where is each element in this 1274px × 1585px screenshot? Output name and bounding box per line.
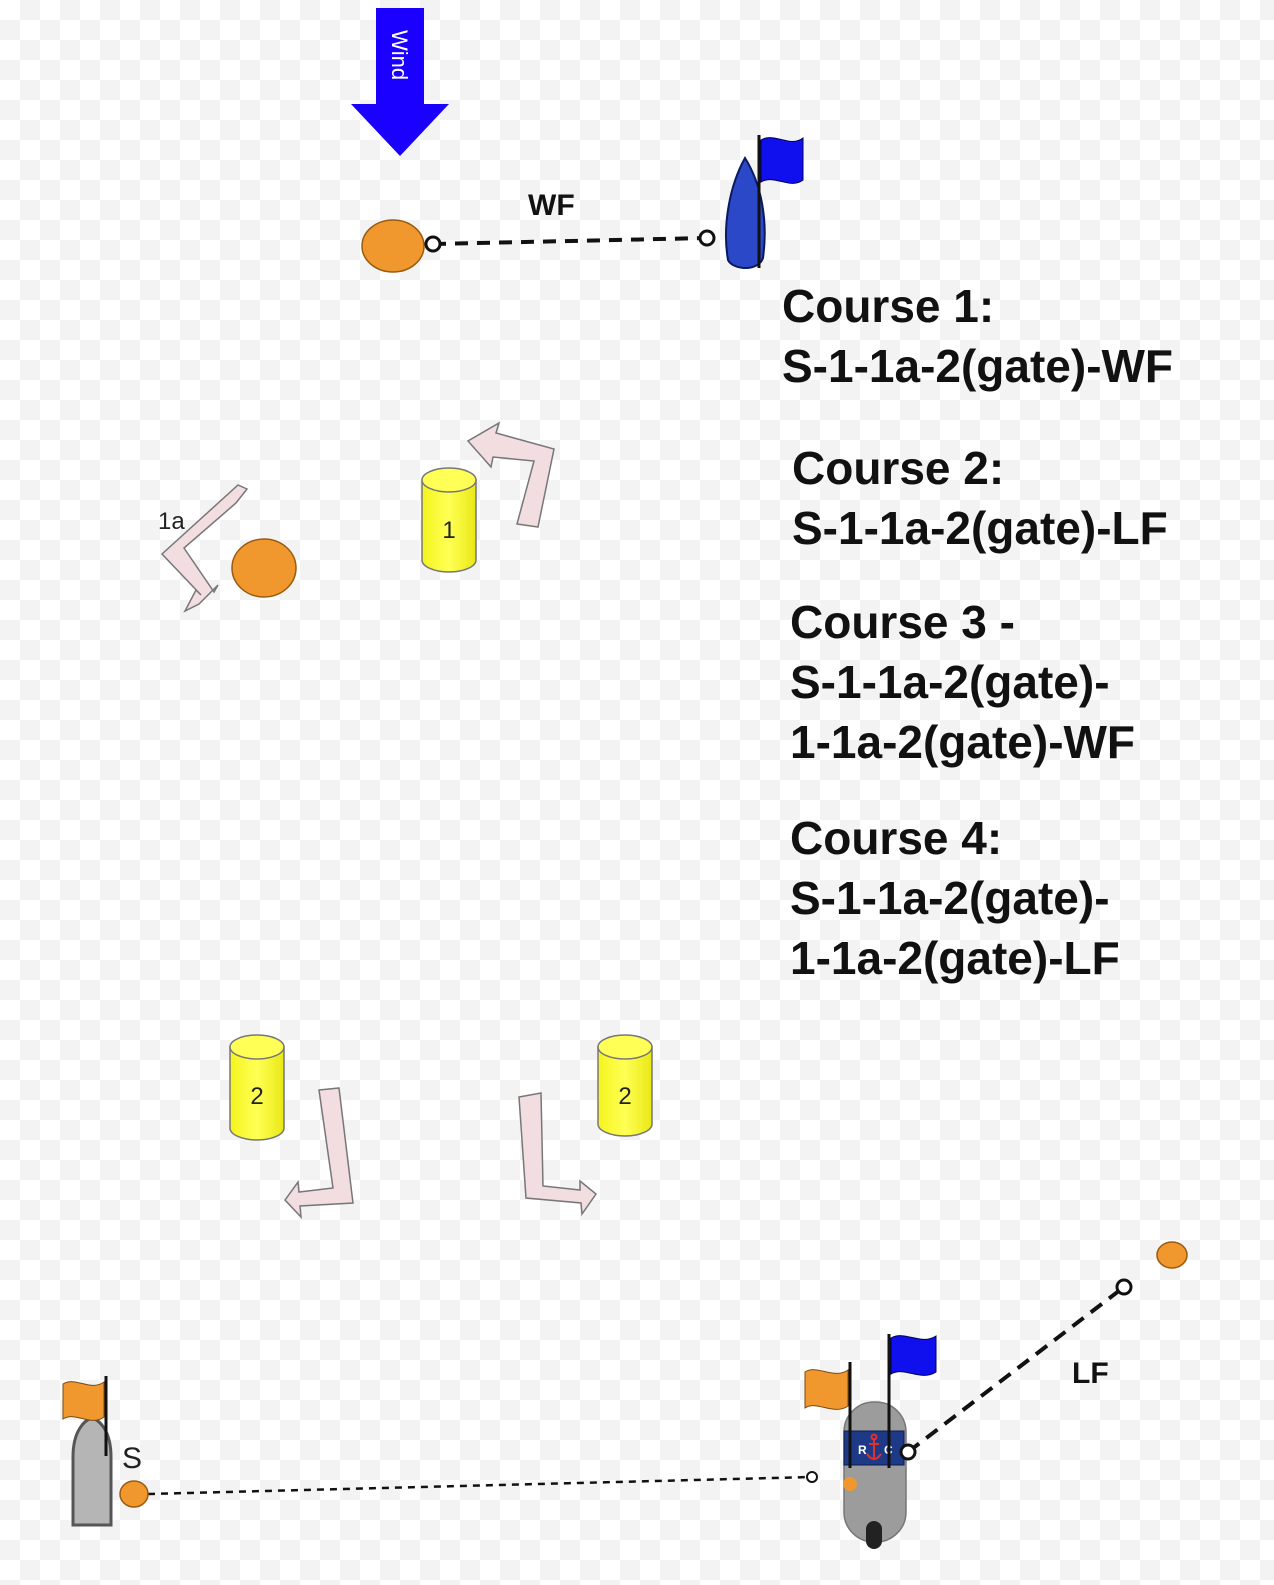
arrow-gate-right — [518, 1092, 598, 1217]
start-label: S — [122, 1442, 142, 1475]
pin-boat — [62, 1376, 113, 1527]
gate-mark-right: 2 — [597, 1034, 653, 1137]
wind-arrow: Wind — [351, 8, 449, 156]
leeward-finish-buoy — [1156, 1241, 1188, 1269]
course-4-title: Course 4: — [790, 812, 1003, 864]
arrow-gate-left — [284, 1087, 354, 1220]
course-4-line-1: S-1-1a-2(gate)- — [790, 872, 1110, 924]
orange-flag-icon — [804, 1369, 849, 1410]
arrow-to-mark-1a — [160, 484, 249, 613]
course-4: Course 4: S-1-1a-2(gate)- 1-1a-2(gate)-L… — [790, 808, 1120, 988]
start-pin-buoy — [119, 1480, 149, 1508]
mark-1a-label: 1a — [158, 508, 185, 535]
anchor-icon — [866, 1433, 882, 1460]
windward-finish-label: WF — [528, 189, 575, 222]
course-3-title: Course 3 - — [790, 596, 1015, 648]
orange-flag-icon — [62, 1381, 105, 1421]
finish-boat-top — [725, 135, 804, 269]
committee-boat: R C — [804, 1334, 937, 1549]
mark-1a: 1a — [158, 508, 297, 598]
course-3: Course 3 - S-1-1a-2(gate)- 1-1a-2(gate)-… — [790, 592, 1135, 772]
leeward-finish-line: LF — [906, 1241, 1188, 1454]
arrow-rounding-mark-1 — [466, 421, 555, 528]
course-1: Course 1: S-1-1a-2(gate)-WF — [782, 276, 1173, 396]
wind-label: Wind — [387, 30, 412, 80]
rc-sign-left: R — [858, 1443, 867, 1457]
course-1-title: Course 1: — [782, 280, 995, 332]
windward-finish-line: WF — [361, 189, 716, 273]
mark-1-label: 1 — [442, 517, 455, 544]
course-2-title: Course 2: — [792, 442, 1005, 494]
leeward-finish-label: LF — [1072, 1357, 1109, 1390]
course-arrows — [160, 421, 598, 1220]
course-2: Course 2: S-1-1a-2(gate)-LF — [792, 438, 1168, 558]
course-2-line-1: S-1-1a-2(gate)-LF — [792, 502, 1168, 554]
blue-flag-icon — [890, 1335, 937, 1376]
course-4-line-2: 1-1a-2(gate)-LF — [790, 932, 1120, 984]
course-3-line-2: 1-1a-2(gate)-WF — [790, 716, 1136, 768]
course-3-line-1: S-1-1a-2(gate)- — [790, 656, 1110, 708]
gate-mark-left-label: 2 — [250, 1083, 263, 1110]
mark-1: 1 — [421, 467, 477, 573]
course-1-line-1: S-1-1a-2(gate)-WF — [782, 340, 1174, 392]
gate-mark-left: 2 — [229, 1034, 285, 1141]
mark-1a-buoy — [231, 538, 297, 598]
blue-flag-icon — [760, 136, 804, 184]
gate-mark-right-label: 2 — [618, 1083, 631, 1110]
windward-finish-buoy — [361, 219, 425, 273]
start-line: S — [119, 1442, 818, 1508]
